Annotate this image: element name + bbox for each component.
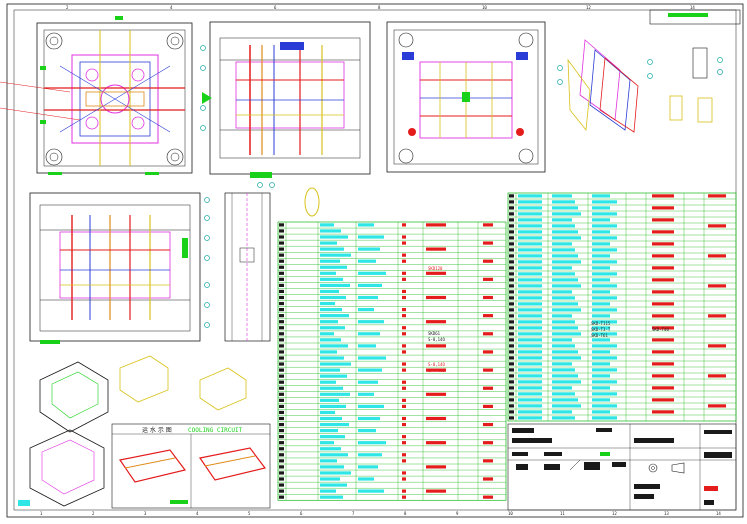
tick-bottom-label: 3 bbox=[144, 511, 147, 516]
tick-bottom-label: 5 bbox=[248, 511, 251, 516]
note-e: SKD-T3-T bbox=[591, 327, 611, 332]
projection-symbol-icon bbox=[648, 462, 685, 474]
note-d: SKD-T115 bbox=[591, 321, 611, 326]
narrow-side-view bbox=[224, 187, 320, 342]
tick-top-label: 8 bbox=[378, 5, 381, 10]
tick-bottom-label: 9 bbox=[456, 511, 459, 516]
bom-table-left bbox=[277, 221, 507, 501]
tick-top-label: 2 bbox=[66, 5, 69, 10]
note-f: SKD-T61 bbox=[591, 333, 608, 338]
tick-bottom-label: 8 bbox=[404, 511, 407, 516]
tick-bottom-label: 6 bbox=[300, 511, 303, 516]
tick-top-label: 14 bbox=[690, 5, 695, 10]
cooling-title-en: COOLING CIRCUIT bbox=[188, 427, 243, 434]
outer-border bbox=[6, 3, 744, 518]
note-a: SKD120 bbox=[428, 266, 443, 271]
tick-top-label: 10 bbox=[482, 5, 487, 10]
tick-top-label: 6 bbox=[274, 5, 277, 10]
tick-bottom-label: 7 bbox=[352, 511, 355, 516]
front-section-view bbox=[29, 192, 210, 344]
tick-bottom-label: 12 bbox=[612, 511, 617, 516]
isometric-views bbox=[29, 355, 247, 507]
title-block bbox=[507, 423, 737, 511]
cooling-title-cn: 运 水 示 图 bbox=[142, 426, 172, 434]
side-section-view bbox=[200, 21, 371, 188]
tick-bottom-label: 2 bbox=[92, 511, 95, 516]
note-b: S-0,14O bbox=[428, 362, 445, 367]
tick-bottom-label: 13 bbox=[664, 511, 669, 516]
top-right-tag bbox=[649, 9, 741, 25]
tick-top-label: 12 bbox=[586, 5, 591, 10]
cooling-circuit-box bbox=[111, 423, 271, 509]
border-ticks-top: 2 4 6 8 10 12 14 bbox=[66, 5, 695, 10]
note-g: SKD-T40 bbox=[652, 327, 669, 332]
tick-bottom-label: 1 bbox=[40, 511, 43, 516]
tick-bottom-label: 10 bbox=[508, 511, 513, 516]
exploded-parts-view bbox=[557, 39, 723, 133]
note-c: 1/4'R10 bbox=[428, 368, 445, 373]
tick-bottom-label: 14 bbox=[716, 511, 721, 516]
plan-view-core bbox=[0, 16, 193, 175]
plan-view-cavity bbox=[386, 21, 546, 173]
corner-mark bbox=[18, 500, 30, 506]
tick-bottom-label: 4 bbox=[196, 511, 199, 516]
tick-bottom-label: 11 bbox=[560, 511, 565, 516]
note-h: SKD61 bbox=[428, 331, 441, 336]
bom-table-right bbox=[507, 192, 737, 422]
note-i: S-0,14O bbox=[428, 337, 445, 342]
tick-top-label: 4 bbox=[170, 5, 173, 10]
